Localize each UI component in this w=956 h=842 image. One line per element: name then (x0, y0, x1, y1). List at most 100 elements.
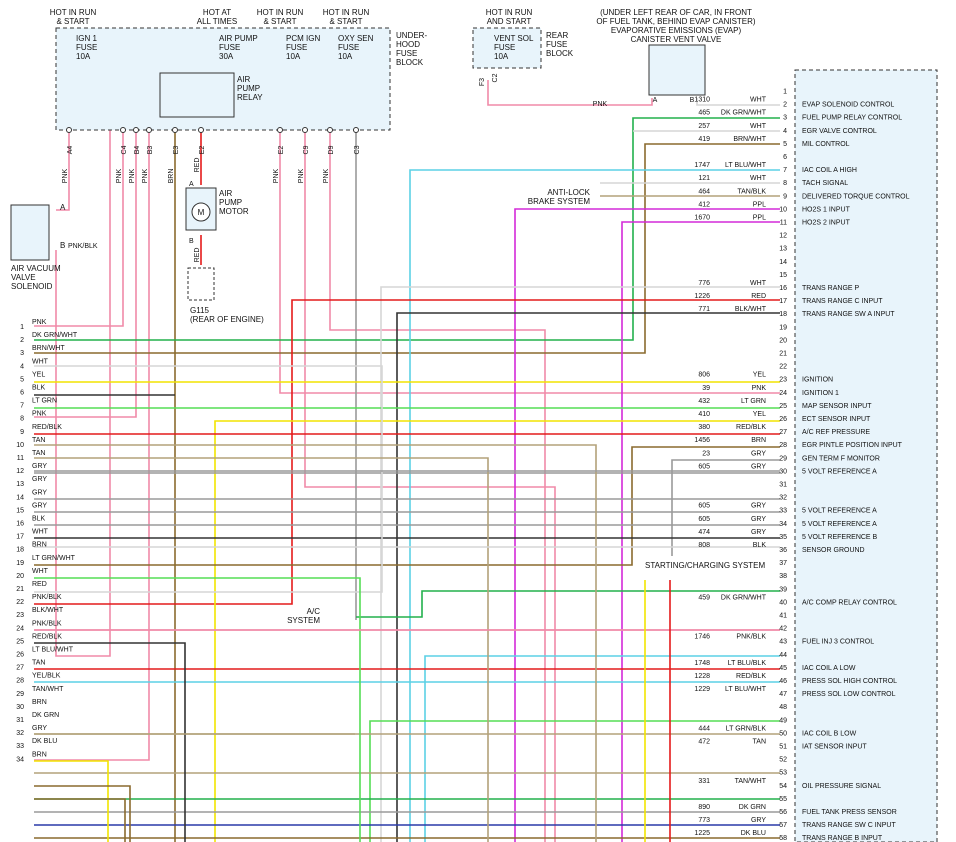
pcm-connector-block (794, 69, 938, 842)
air-pump-motor-label: AIR (219, 189, 233, 198)
right-wire-color: PPL (753, 215, 766, 222)
right-circuit-number: 412 (698, 201, 710, 208)
right-function-label: OIL PRESSURE SIGNAL (802, 783, 881, 790)
right-function-label: A/C REF PRESSURE (802, 429, 870, 436)
wire-right-pin-29 (671, 459, 780, 556)
wire-right-pin-26 (214, 420, 780, 842)
right-wire-color: LT BLU/WHT (725, 686, 767, 693)
wire-right-pin-40 (356, 590, 780, 618)
wire-d9 (329, 130, 546, 842)
right-circuit-number: 1747 (694, 162, 710, 169)
left-wire-color: WHT (32, 529, 49, 536)
left-pin-number: 9 (20, 429, 24, 436)
right-pin-number: 55 (779, 796, 787, 803)
fuse-block-terminal (120, 127, 126, 133)
solenoid-pin-b-color: PNK/BLK (68, 243, 98, 250)
right-function-label: IGNITION 1 (802, 390, 839, 397)
right-pin-number: 33 (779, 508, 787, 515)
right-wire-color: BLK/WHT (735, 306, 767, 313)
right-wire-color: WHT (750, 280, 767, 287)
right-circuit-number: 464 (698, 188, 710, 195)
right-pin-number: 31 (779, 482, 787, 489)
right-pin-number: 11 (780, 220, 787, 227)
left-pin-number: 21 (16, 586, 24, 593)
fuse-block-pin-label: A4 (67, 146, 74, 155)
vertical-wire-color: PNK (62, 168, 69, 183)
right-wire-color: RED/BLK (736, 424, 766, 431)
right-function-label: PRESS SOL HIGH CONTROL (802, 678, 897, 685)
left-wire-color: YEL/BLK (32, 673, 61, 680)
wire-left-pin-10 (34, 444, 597, 842)
left-wire-color: BRN (32, 542, 47, 549)
wire-right-pin-5 (34, 143, 780, 354)
left-wire-color: RED/BLK (32, 424, 62, 431)
right-pin-number: 51 (779, 744, 787, 751)
wire-right-pin-3 (34, 117, 780, 341)
right-circuit-number: 605 (698, 503, 710, 510)
evap-valve-label: OF FUEL TANK, BEHIND EVAP CANISTER) (596, 17, 755, 26)
right-function-label: MAP SENSOR INPUT (802, 403, 872, 410)
left-wire-color: RED/BLK (32, 633, 62, 640)
oxy-fuse-label: 10A (338, 52, 353, 61)
right-pin-number: 40 (779, 599, 787, 606)
right-wire-color: YEL (753, 411, 766, 418)
left-wire-color: DK BLU (32, 738, 57, 745)
right-pin-number: 58 (779, 835, 787, 842)
ac-system-label: A/C (307, 607, 321, 616)
pcm-fuse-label: FUSE (286, 43, 307, 52)
left-pin-number: 26 (16, 652, 24, 659)
evap-wire-color: PNK (593, 101, 608, 108)
right-pin-number: 13 (779, 246, 787, 253)
right-circuit-number: 331 (698, 778, 710, 785)
right-function-label: EGR VALVE CONTROL (802, 128, 877, 135)
right-circuit-number: 1310 (694, 97, 710, 104)
right-wire-color: TAN/BLK (737, 188, 766, 195)
left-pin-number: 32 (16, 730, 24, 737)
right-pin-number: 43 (779, 639, 787, 646)
right-pin-number: 4 (783, 128, 787, 135)
evap-vent-valve-box (648, 44, 706, 96)
right-wire-color: TAN/WHT (735, 778, 767, 785)
right-wire-color: BRN (751, 437, 766, 444)
right-circuit-number: 1225 (694, 830, 710, 837)
right-function-label: TRANS RANGE SW C INPUT (802, 822, 896, 829)
vertical-wire-color: PNK (129, 168, 136, 183)
left-pin-number: 11 (17, 455, 24, 462)
wiring-layer (34, 80, 780, 842)
right-function-label: TRANS RANGE SW A INPUT (802, 311, 895, 318)
right-wire-color: PNK (752, 385, 767, 392)
fuse-header-ign: HOT IN RUN (50, 8, 97, 17)
underhood-block-label: UNDER- (396, 31, 427, 40)
right-pin-number: 23 (779, 377, 787, 384)
right-pin-number: 52 (779, 757, 787, 764)
right-circuit-number: 432 (698, 398, 710, 405)
right-pin-number: 18 (779, 311, 787, 318)
motor-pin-a: A (189, 181, 194, 188)
left-wire-color: BRN (32, 699, 47, 706)
right-wire-color: TAN (753, 739, 766, 746)
right-circuit-number: 410 (698, 411, 710, 418)
right-circuit-number: 23 (702, 450, 710, 457)
right-pin-number: 53 (779, 770, 787, 777)
right-wire-color: LT GRN/BLK (726, 725, 767, 732)
right-function-label: 5 VOLT REFERENCE B (802, 534, 878, 541)
fuse-header-ign: & START (56, 17, 89, 26)
ign-fuse-label: FUSE (76, 43, 97, 52)
wire-left-pin-30 (34, 785, 131, 842)
left-wire-color: LT GRN (32, 398, 57, 405)
right-pin-number: 7 (783, 167, 787, 174)
air-pump-fuse-label: FUSE (219, 43, 240, 52)
left-pin-number: 7 (20, 403, 24, 410)
wire-right-pin-28 (34, 446, 780, 566)
left-wire-color: DK GRN/WHT (32, 332, 78, 339)
vertical-wire-color: BRN (168, 169, 175, 184)
right-wire-color: GRY (751, 817, 766, 824)
left-wire-color: DK GRN (32, 712, 59, 719)
right-circuit-number: 773 (698, 817, 710, 824)
right-pin-number: 10 (779, 206, 787, 213)
air-vacuum-solenoid-label: VALVE (11, 273, 36, 282)
right-function-label: PRESS SOL LOW CONTROL (802, 691, 896, 698)
left-wire-color: BLK (32, 516, 46, 523)
fuse-block-pin-label: D9 (328, 145, 335, 154)
right-pin-number: 1 (783, 89, 787, 96)
